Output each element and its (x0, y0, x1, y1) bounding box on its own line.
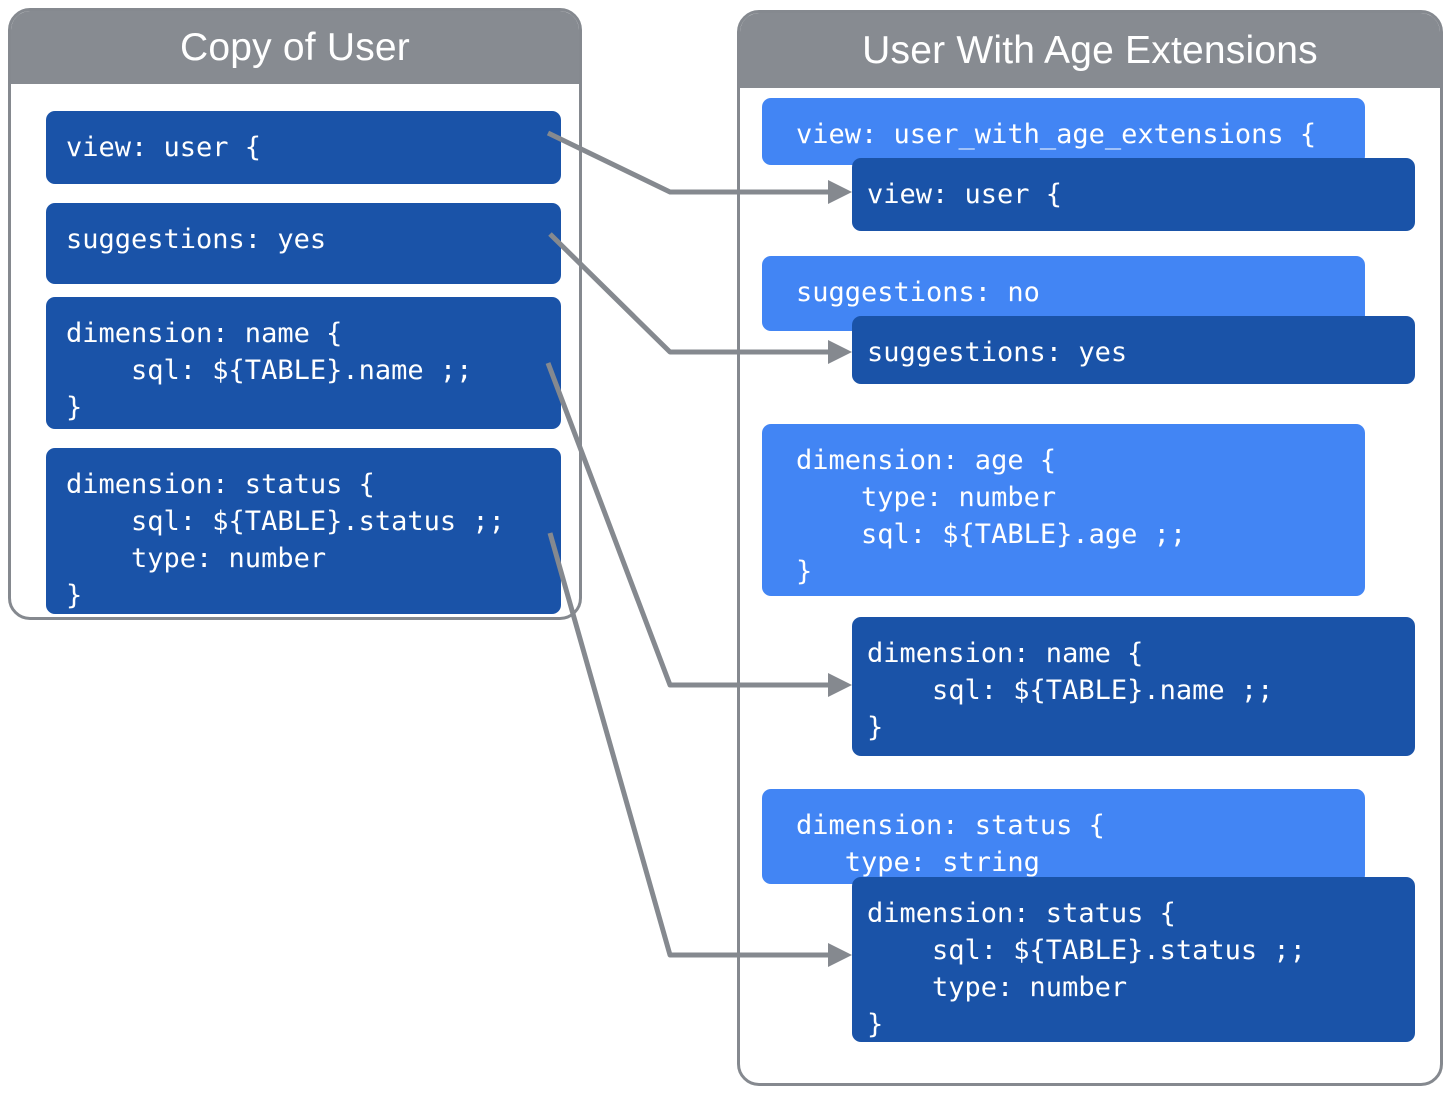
right-dimension-age-block: dimension: age { type: number sql: ${TAB… (762, 424, 1365, 596)
right-dimension-name-inherited-block: dimension: name { sql: ${TABLE}.name ;; … (852, 617, 1415, 756)
left-dimension-status-block: dimension: status { sql: ${TABLE}.status… (46, 448, 561, 614)
panel-left-title: Copy of User (11, 11, 579, 84)
right-suggestions-inherited-block: suggestions: yes (852, 316, 1415, 384)
panel-copy-of-user: Copy of User view: user { suggestions: y… (8, 8, 582, 620)
left-view-block: view: user { (46, 111, 561, 184)
right-dimension-status-override-block: dimension: status { type: string (762, 789, 1365, 884)
right-dimension-status-inherited-block: dimension: status { sql: ${TABLE}.status… (852, 877, 1415, 1042)
left-dimension-name-block: dimension: name { sql: ${TABLE}.name ;; … (46, 297, 561, 429)
panel-right-title: User With Age Extensions (740, 13, 1440, 88)
right-view-extension-block: view: user_with_age_extensions { (762, 98, 1365, 165)
left-suggestions-block: suggestions: yes (46, 203, 561, 284)
right-view-inherited-block: view: user { (852, 158, 1415, 231)
